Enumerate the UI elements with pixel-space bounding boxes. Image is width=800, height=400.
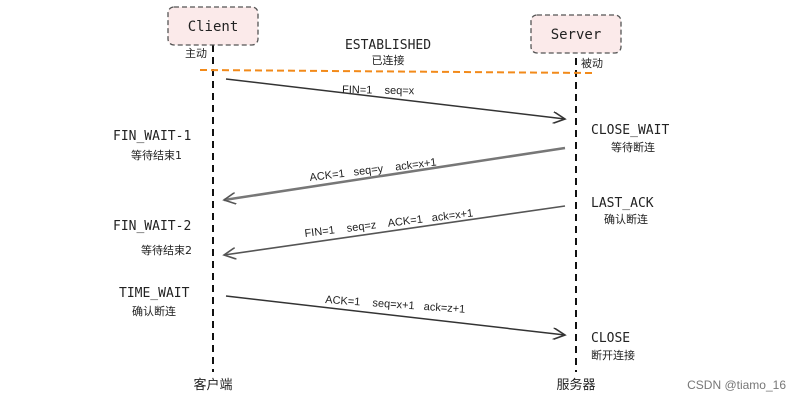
fin-ack-arrow-server-to-client [224,205,566,255]
client-state-fin-wait-2-desc: 等待结束2 [141,243,192,257]
established-desc: 已连接 [372,54,405,67]
final-ack-arrow-client-to-server [225,295,565,335]
client-state-fin-wait-1-desc: 等待结束1 [131,148,182,162]
server-state-close: CLOSE [591,331,630,346]
server-footer: 服务器 [556,377,595,393]
ack-message-label: ACK=1 seq=y ack=x+1 [309,156,437,183]
fin-arrow-client-to-server [225,78,565,119]
client-state-time-wait-desc: 确认断连 [132,304,176,318]
fin-message-label: FIN=1 seq=x [342,84,415,97]
client-state-fin-wait-2: FIN_WAIT-2 [113,219,191,234]
server-state-close-wait: CLOSE_WAIT [591,123,669,138]
server-state-close-wait-desc: 等待断连 [611,140,655,154]
established-state: ESTABLISHED [345,38,431,53]
server-name: Server [551,27,602,43]
client-role: 主动 [185,47,207,60]
client-name: Client [188,19,239,35]
server-box: Server [530,14,622,54]
server-state-last-ack: LAST_ACK [591,196,654,211]
client-state-fin-wait-1: FIN_WAIT-1 [113,129,191,144]
ack-arrow-server-to-client [224,146,566,200]
fin-ack-message-label: FIN=1 seq=z ACK=1 ack=x+1 [304,207,474,240]
established-line [199,69,593,74]
final-ack-message-label: ACK=1 seq=x+1 ack=z+1 [325,294,466,316]
server-state-last-ack-desc: 确认断连 [604,212,648,226]
server-role: 被动 [581,57,603,70]
client-state-time-wait: TIME_WAIT [119,286,190,301]
client-footer: 客户端 [193,377,232,393]
watermark: CSDN @tiamo_16 [687,378,786,392]
server-state-close-desc: 断开连接 [591,348,635,362]
client-box: Client [167,6,259,46]
